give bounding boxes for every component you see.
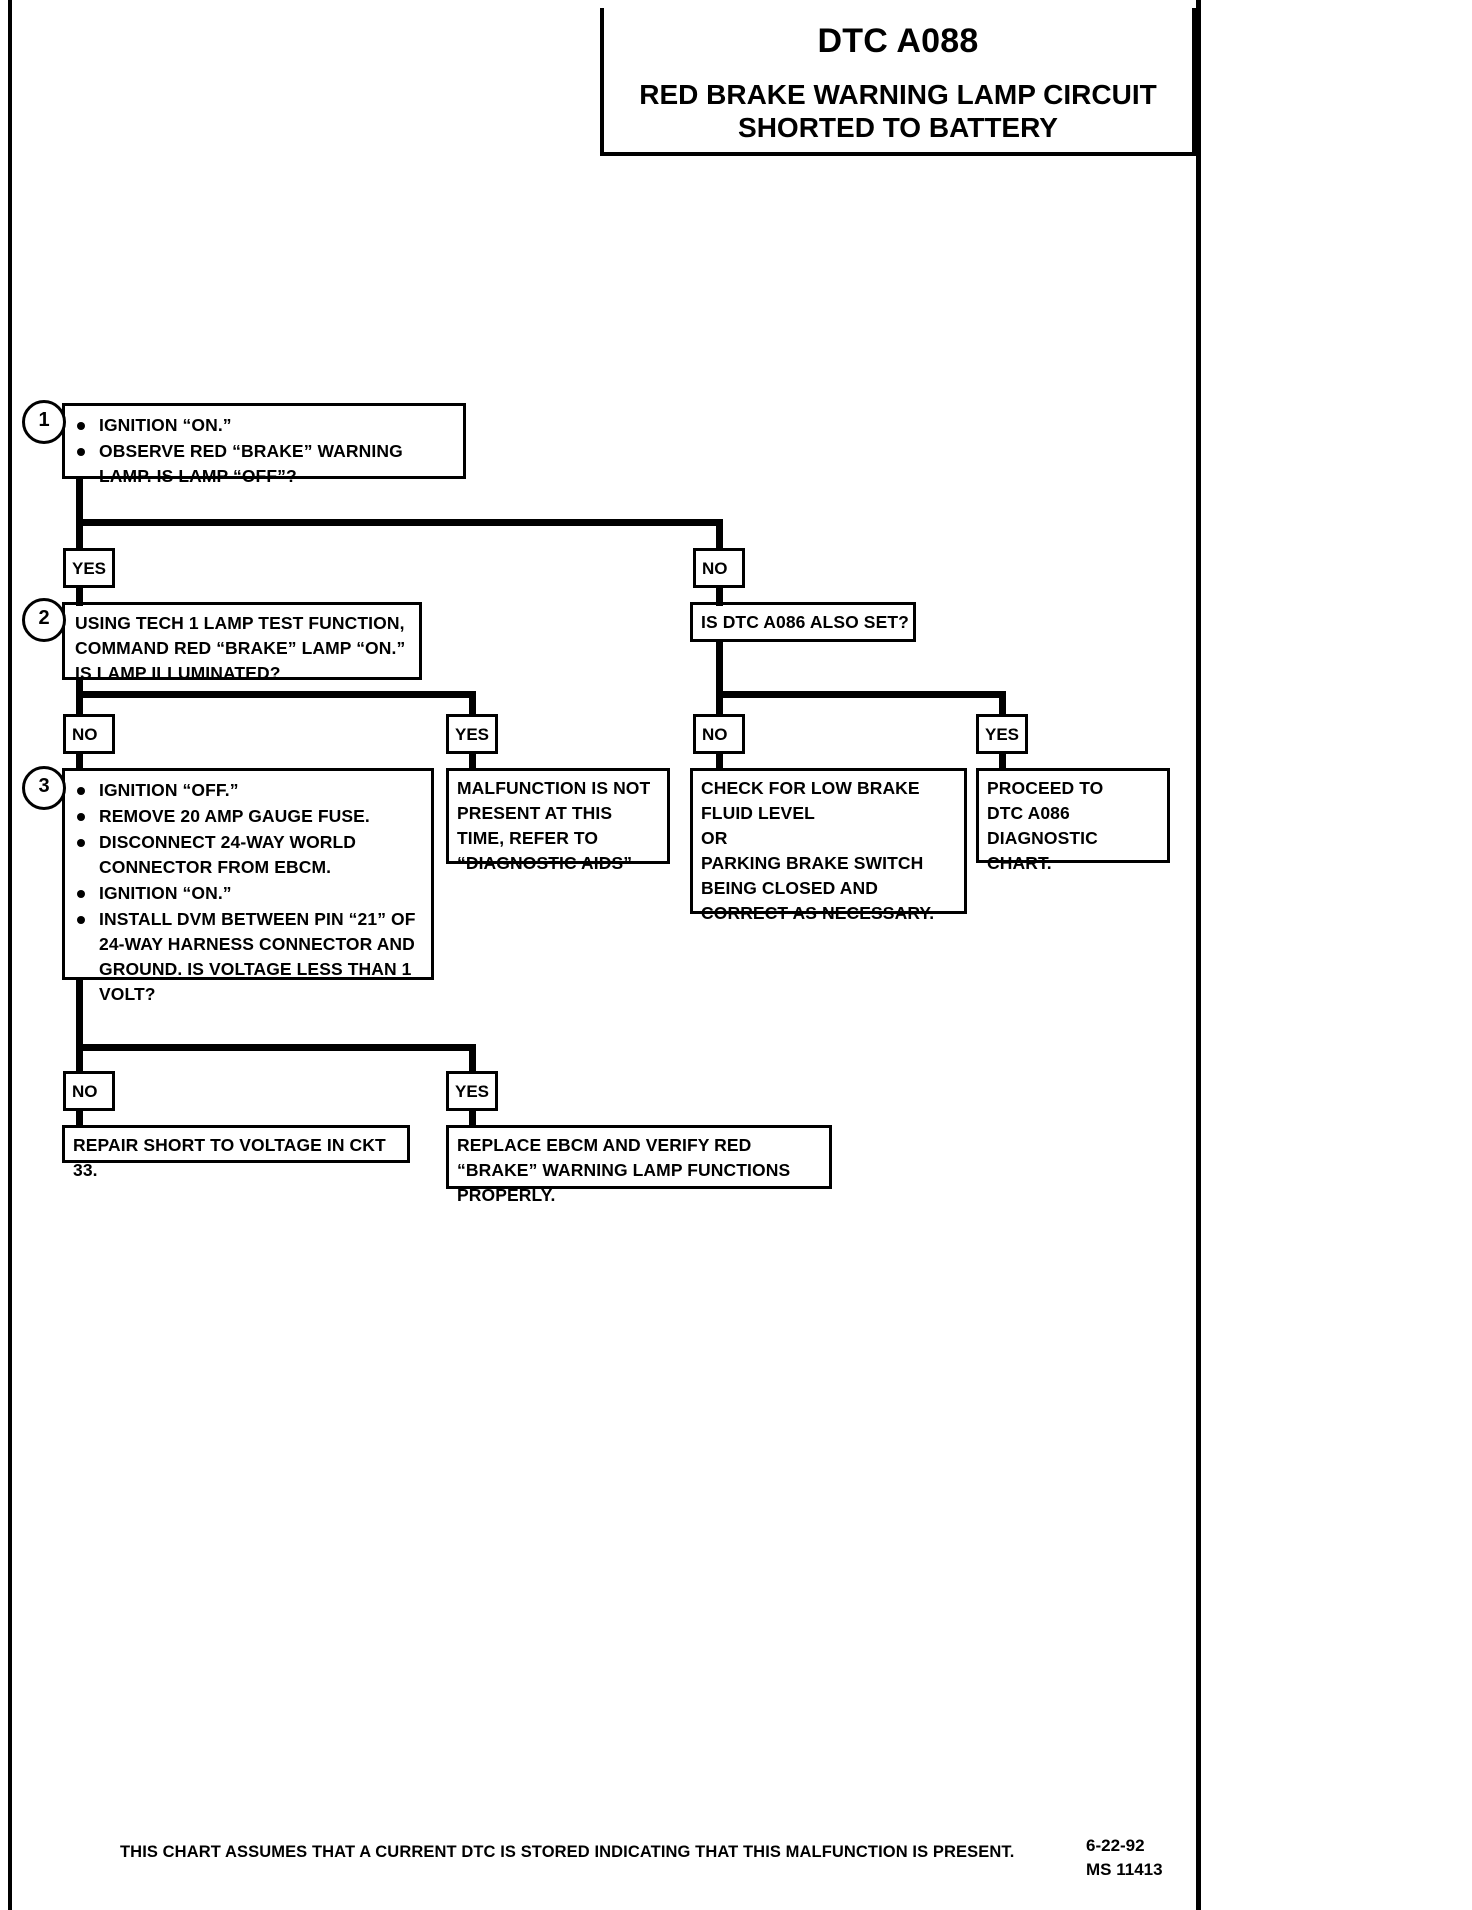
label-yes-step1: YES <box>63 548 115 588</box>
title-block: DTC A088 RED BRAKE WARNING LAMP CIRCUIT … <box>600 8 1196 156</box>
connector-step3-down <box>76 980 83 1077</box>
connector-yes3-to-replace <box>469 1109 476 1127</box>
step-3-bullet-2: REMOVE 20 AMP GAUGE FUSE. <box>69 804 425 829</box>
connector-a086-bus <box>716 691 1006 698</box>
connector-no2-to-step3 <box>76 752 83 770</box>
step-number-2: 2 <box>22 598 66 642</box>
dtc-description: RED BRAKE WARNING LAMP CIRCUIT SHORTED T… <box>604 78 1192 144</box>
label-no-step1: NO <box>693 548 745 588</box>
step-2-box: USING TECH 1 LAMP TEST FUNCTION, COMMAND… <box>62 602 422 683</box>
replace-ebcm-box: REPLACE EBCM AND VERIFY RED “BRAKE” WARN… <box>446 1125 832 1205</box>
page-border-left <box>8 0 12 1910</box>
step-number-3: 3 <box>22 766 66 810</box>
page-border-right <box>1196 0 1201 1910</box>
label-no-step2: NO <box>63 714 115 754</box>
label-no-step3: NO <box>63 1071 115 1111</box>
dtc-a086-question-box: IS DTC A086 ALSO SET? <box>690 602 916 642</box>
dtc-code: DTC A088 <box>817 22 979 60</box>
connector-a086-down <box>716 642 723 717</box>
connector-step1-no-drop <box>716 519 723 551</box>
connector-yes1-to-step2 <box>76 586 83 606</box>
malfunction-not-present-text: MALFUNCTION IS NOT PRESENT AT THIS TIME,… <box>457 778 651 873</box>
dtc-a086-question-text: IS DTC A086 ALSO SET? <box>701 612 909 632</box>
step-3-bullet-5: INSTALL DVM BETWEEN PIN “21” OF 24-WAY H… <box>69 907 425 1007</box>
step-2-text: USING TECH 1 LAMP TEST FUNCTION, COMMAND… <box>75 613 406 683</box>
check-brake-fluid-text: CHECK FOR LOW BRAKE FLUID LEVEL OR PARKI… <box>701 778 935 923</box>
step-3-bullet-4: IGNITION “ON.” <box>69 881 425 906</box>
repair-short-text: REPAIR SHORT TO VOLTAGE IN CKT 33. <box>73 1135 386 1180</box>
dtc-description-line2: SHORTED TO BATTERY <box>738 112 1058 143</box>
connector-no1-to-a086 <box>716 586 723 606</box>
connector-yes-a086-to-proceed <box>999 752 1006 770</box>
connector-step2-yes-drop <box>469 691 476 717</box>
connector-no-a086-to-check <box>716 752 723 770</box>
connector-a086-yes-drop <box>999 691 1006 717</box>
step-1-bullet-1: IGNITION “ON.” <box>69 413 457 438</box>
label-yes-step3: YES <box>446 1071 498 1111</box>
check-brake-fluid-box: CHECK FOR LOW BRAKE FLUID LEVEL OR PARKI… <box>690 768 967 923</box>
step-1-bullet-2: OBSERVE RED “BRAKE” WARNING LAMP. IS LAM… <box>69 439 457 489</box>
footer-document-number: MS 11413 <box>1086 1860 1163 1879</box>
label-yes-a086: YES <box>976 714 1028 754</box>
connector-no3-to-repair <box>76 1109 83 1127</box>
connector-step1-yes-drop <box>76 519 83 551</box>
malfunction-not-present-box: MALFUNCTION IS NOT PRESENT AT THIS TIME,… <box>446 768 670 873</box>
step-number-1: 1 <box>22 400 66 444</box>
connector-step2-bus <box>76 691 476 698</box>
connector-step1-down <box>76 479 83 526</box>
step-3-box: IGNITION “OFF.” REMOVE 20 AMP GAUGE FUSE… <box>62 768 434 1004</box>
connector-step2-down <box>76 680 83 726</box>
connector-step3-yes-drop <box>469 1044 476 1076</box>
repair-short-box: REPAIR SHORT TO VOLTAGE IN CKT 33. <box>62 1125 410 1180</box>
footer-note: THIS CHART ASSUMES THAT A CURRENT DTC IS… <box>120 1843 1015 1861</box>
step-3-bullet-1: IGNITION “OFF.” <box>69 778 425 803</box>
label-no-a086: NO <box>693 714 745 754</box>
step-1-box: IGNITION “ON.” OBSERVE RED “BRAKE” WARNI… <box>62 403 466 486</box>
footer-date: 6-22-92 <box>1086 1836 1145 1855</box>
connector-yes2-to-malfunction <box>469 752 476 770</box>
connector-step3-bus <box>76 1044 476 1051</box>
connector-step1-bus <box>76 519 723 526</box>
proceed-a086-box: PROCEED TO DTC A086 DIAGNOSTIC CHART. <box>976 768 1170 873</box>
replace-ebcm-text: REPLACE EBCM AND VERIFY RED “BRAKE” WARN… <box>457 1135 791 1205</box>
step-3-bullet-3: DISCONNECT 24-WAY WORLD CONNECTOR FROM E… <box>69 830 425 880</box>
proceed-a086-text: PROCEED TO DTC A086 DIAGNOSTIC CHART. <box>987 778 1104 873</box>
step-1-bullets: IGNITION “ON.” OBSERVE RED “BRAKE” WARNI… <box>69 413 457 489</box>
dtc-description-line1: RED BRAKE WARNING LAMP CIRCUIT <box>639 79 1157 110</box>
label-yes-step2: YES <box>446 714 498 754</box>
step-3-bullets: IGNITION “OFF.” REMOVE 20 AMP GAUGE FUSE… <box>69 778 425 1007</box>
